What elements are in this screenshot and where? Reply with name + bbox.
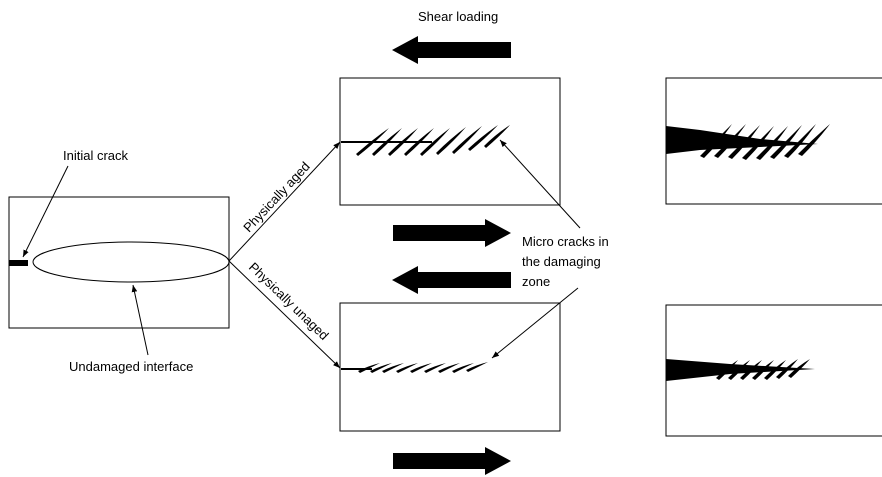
- unaged-zoom-micro-cracks: [716, 359, 810, 380]
- undamaged-interface-pointer: [131, 284, 149, 356]
- micro-cracks-label-line2: the damaging: [522, 254, 601, 269]
- shear-arrow-mid-right: [393, 219, 511, 247]
- physically-aged-label: Physically aged: [240, 159, 313, 235]
- aged-branch-line: [228, 141, 341, 262]
- aged-zoom-crack: [666, 126, 818, 154]
- undamaged-interface-ellipse: [32, 241, 230, 283]
- shear-loading-label: Shear loading: [418, 9, 498, 24]
- shear-arrow-top-left: [392, 36, 511, 64]
- aged-zoom-micro-cracks: [700, 124, 830, 160]
- initial-specimen-box: [8, 196, 230, 329]
- micro-cracks-label-line3: zone: [522, 274, 550, 289]
- initial-crack-mark: [9, 260, 28, 266]
- initial-crack-pointer: [22, 165, 69, 258]
- undamaged-interface-label: Undamaged interface: [69, 359, 193, 374]
- aged-specimen-box: [339, 77, 561, 206]
- unaged-micro-cracks: [358, 362, 488, 373]
- micro-cracks-label-line1: Micro cracks in: [522, 234, 609, 249]
- shear-arrow-mid-left: [392, 266, 511, 294]
- unaged-specimen-box: [339, 302, 561, 432]
- physically-unaged-label: Physically unaged: [246, 259, 332, 343]
- unaged-branch-line: [228, 260, 341, 369]
- shear-arrow-bottom-right: [393, 447, 511, 475]
- initial-crack-label: Initial crack: [63, 148, 129, 163]
- aged-micro-cracks-pointer: [499, 139, 581, 229]
- unaged-micro-cracks-pointer: [491, 287, 579, 359]
- aged-micro-cracks: [356, 125, 510, 156]
